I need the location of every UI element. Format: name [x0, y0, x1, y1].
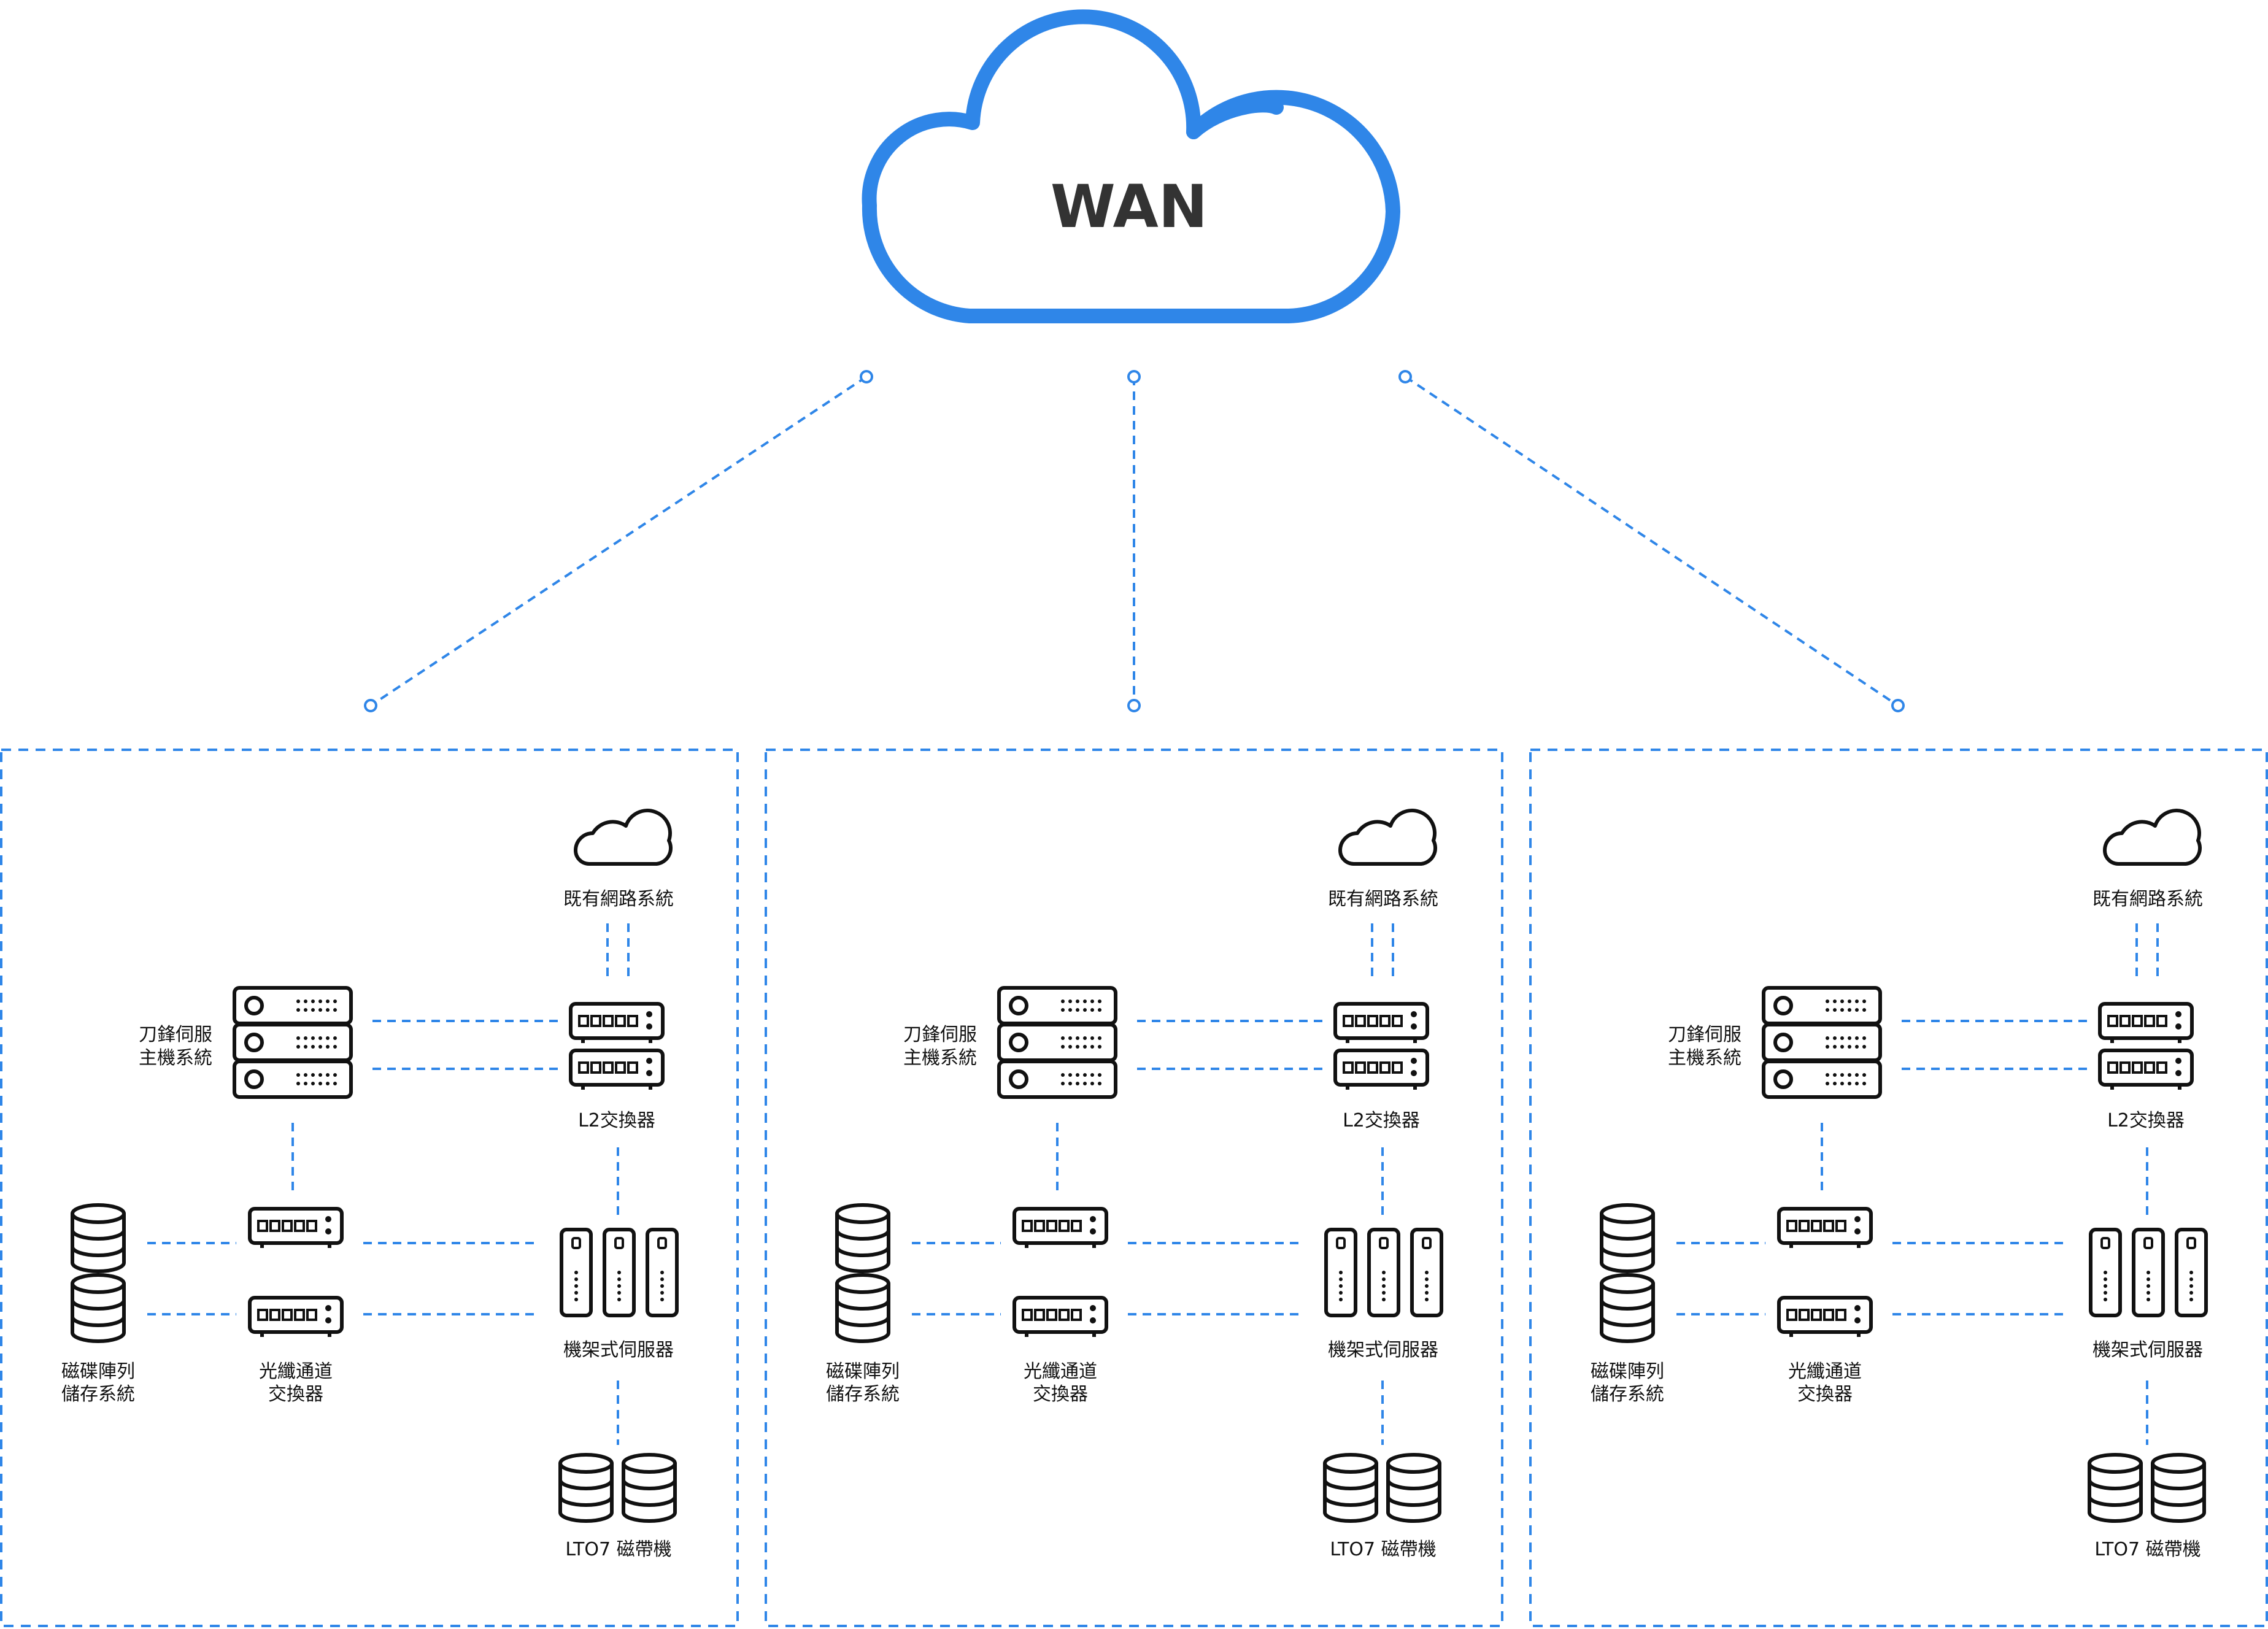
- l2-switch-label: L2交換器: [1343, 1110, 1420, 1131]
- blade-server-label-line1: 刀鋒伺服: [139, 1024, 212, 1046]
- existing-network-label: 既有網路系統: [1328, 888, 1438, 910]
- disk-array-label-line2: 儲存系統: [826, 1384, 900, 1405]
- fc-switch-label-line1: 光纖通道: [1024, 1361, 1097, 1382]
- tape-label: LTO7 磁帶機: [2094, 1539, 2200, 1560]
- blade-server-label-line2: 主機系統: [139, 1047, 212, 1069]
- tape-drive-icon: [2088, 1453, 2143, 1523]
- l2-switch-icon: [2098, 1002, 2194, 1043]
- cloud-icon: [2103, 809, 2202, 866]
- tape-drive-icon: [2151, 1453, 2206, 1523]
- wan-uplink-right: [1398, 370, 1905, 712]
- fc-switch-icon: [1777, 1296, 1873, 1337]
- rack-server-icon: [1324, 1228, 1443, 1317]
- fc-switch-icon: [1777, 1207, 1873, 1248]
- blade-server-icon: [997, 986, 1117, 1099]
- disk-array-label-line1: 磁碟陣列: [826, 1361, 900, 1382]
- blade-server-icon: [233, 986, 353, 1099]
- l2-switch-icon: [1333, 1002, 1429, 1043]
- fc-switch-label-line1: 光纖通道: [259, 1361, 333, 1382]
- blade-server-label-line1: 刀鋒伺服: [1668, 1024, 1742, 1046]
- wan-label: WAN: [1051, 172, 1208, 241]
- rack-server-icon: [560, 1228, 679, 1317]
- l2-switch-icon: [1333, 1049, 1429, 1090]
- tape-drive-icon: [1386, 1453, 1441, 1523]
- disk-array-icon: [1600, 1273, 1655, 1343]
- blade-server-label-line2: 主機系統: [1668, 1047, 1742, 1069]
- l2-switch-icon: [569, 1049, 665, 1090]
- existing-network-label: 既有網路系統: [2092, 888, 2203, 910]
- disk-array-icon: [1600, 1203, 1655, 1273]
- fc-switch-icon: [1012, 1296, 1108, 1337]
- fc-switch-icon: [248, 1296, 344, 1337]
- tape-label: LTO7 磁帶機: [1330, 1539, 1436, 1560]
- disk-array-label-line1: 磁碟陣列: [61, 1361, 135, 1382]
- tape-drive-icon: [558, 1453, 614, 1523]
- cloud-icon: [1338, 809, 1438, 866]
- tape-drive-icon: [1323, 1453, 1378, 1523]
- rack-server-icon: [2089, 1228, 2208, 1317]
- fc-switch-label-line2: 交換器: [1033, 1384, 1088, 1405]
- cloud-icon: [574, 809, 673, 866]
- l2-switch-icon: [2098, 1049, 2194, 1090]
- wan-uplink-center: [1127, 370, 1141, 712]
- disk-array-icon: [835, 1273, 890, 1343]
- fc-switch-icon: [1012, 1207, 1108, 1248]
- fc-switch-label-line1: 光纖通道: [1788, 1361, 1862, 1382]
- disk-array-icon: [835, 1203, 890, 1273]
- blade-server-label-line1: 刀鋒伺服: [903, 1024, 977, 1046]
- wan-cloud-icon: [862, 9, 1400, 323]
- rack-server-label: 機架式伺服器: [1328, 1339, 1438, 1361]
- rack-server-label: 機架式伺服器: [2092, 1339, 2203, 1361]
- fc-switch-label-line2: 交換器: [1797, 1384, 1853, 1405]
- tape-label: LTO7 磁帶機: [565, 1539, 671, 1560]
- blade-server-label-line2: 主機系統: [903, 1047, 977, 1069]
- l2-switch-label: L2交換器: [578, 1110, 655, 1131]
- disk-array-label-line2: 儲存系統: [61, 1384, 135, 1405]
- rack-server-label: 機架式伺服器: [563, 1339, 674, 1361]
- blade-server-icon: [1762, 986, 1882, 1099]
- disk-array-icon: [71, 1273, 126, 1343]
- existing-network-label: 既有網路系統: [563, 888, 674, 910]
- l2-switch-label: L2交換器: [2107, 1110, 2185, 1131]
- disk-array-icon: [71, 1203, 126, 1273]
- disk-array-label-line1: 磁碟陣列: [1591, 1361, 1664, 1382]
- wan-uplink-left: [364, 370, 873, 712]
- l2-switch-icon: [569, 1002, 665, 1043]
- fc-switch-label-line2: 交換器: [268, 1384, 323, 1405]
- disk-array-label-line2: 儲存系統: [1591, 1384, 1664, 1405]
- tape-drive-icon: [622, 1453, 677, 1523]
- fc-switch-icon: [248, 1207, 344, 1248]
